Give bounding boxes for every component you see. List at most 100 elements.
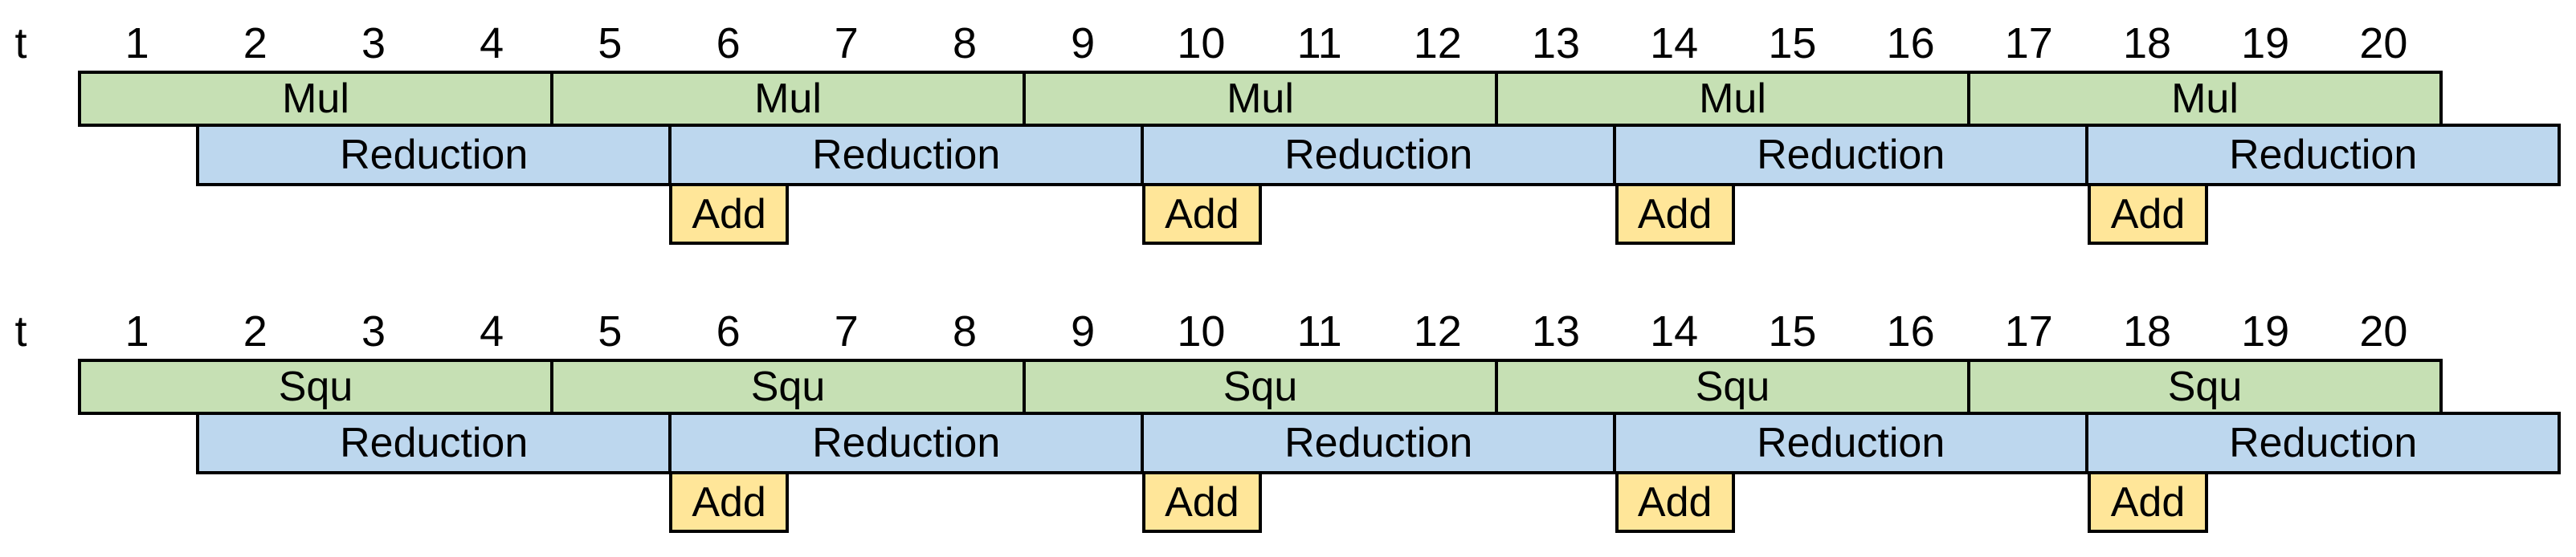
reduction-segment: Reduction: [1141, 127, 1613, 183]
reduction-segment: Reduction: [199, 127, 668, 183]
reduction-row: Reduction Reduction Reduction Reduction Redu…: [196, 124, 2562, 186]
time-tick-label: 16: [1886, 307, 1935, 356]
reduction-label: Reduction: [1757, 132, 1945, 178]
time-tick-label: 18: [2122, 307, 2172, 356]
add-box: Add: [2088, 183, 2208, 245]
reduction-label: Reduction: [1284, 420, 1473, 466]
compute-label: Mul: [754, 75, 822, 122]
compute-segment: Squ: [550, 362, 1023, 412]
time-tick-label: 15: [1768, 307, 1817, 356]
compute-segment: Mul: [550, 74, 1023, 124]
reduction-label: Reduction: [2229, 132, 2418, 178]
time-tick-label: 10: [1177, 19, 1226, 67]
add-label: Add: [1637, 478, 1713, 526]
reduction-segment: Reduction: [1613, 415, 2085, 471]
time-tick-label: 5: [598, 307, 623, 356]
add-label: Add: [2110, 478, 2186, 526]
time-tick-label: 13: [1531, 19, 1581, 67]
reduction-segment: Reduction: [2085, 415, 2558, 471]
add-label: Add: [1165, 190, 1239, 238]
time-tick-label: 11: [1296, 307, 1342, 356]
compute-label: Mul: [1699, 75, 1766, 122]
time-tick-label: 2: [243, 19, 267, 67]
time-tick-label: 7: [834, 307, 859, 356]
reduction-label: Reduction: [812, 132, 1001, 178]
time-tick-label: 19: [2241, 19, 2290, 67]
add-label: Add: [692, 478, 766, 526]
add-box: Add: [2088, 471, 2208, 533]
time-tick-label: 9: [1071, 19, 1096, 67]
add-box: Add: [1615, 183, 1735, 245]
compute-segment: Mul: [1495, 74, 1967, 124]
add-box: Add: [669, 183, 790, 245]
reduction-row: Reduction Reduction Reduction Reduction Redu…: [196, 412, 2562, 474]
time-tick-label: 1: [125, 19, 149, 67]
compute-label: Squ: [1695, 364, 1770, 410]
time-tick-label: 20: [2359, 307, 2408, 356]
time-tick-label: 18: [2122, 19, 2172, 67]
add-box: Add: [669, 471, 790, 533]
add-label: Add: [1637, 190, 1713, 238]
compute-label: Squ: [750, 364, 826, 410]
time-tick-label: 8: [952, 307, 978, 356]
add-box: Add: [1615, 471, 1735, 533]
reduction-segment: Reduction: [2085, 127, 2558, 183]
time-tick-label: 13: [1531, 307, 1581, 356]
time-tick-label: 4: [480, 19, 504, 67]
compute-segment: Mul: [81, 74, 550, 124]
reduction-label: Reduction: [812, 420, 1001, 466]
add-label: Add: [692, 190, 766, 238]
compute-segment: Mul: [1023, 74, 1495, 124]
reduction-label: Reduction: [1757, 420, 1945, 466]
compute-segment: Squ: [81, 362, 550, 412]
time-tick-label: 2: [243, 307, 267, 356]
reduction-segment: Reduction: [668, 415, 1141, 471]
time-tick-label: 11: [1296, 19, 1342, 67]
time-tick-label: 6: [716, 19, 741, 67]
reduction-segment: Reduction: [1141, 415, 1613, 471]
compute-segment: Squ: [1967, 362, 2439, 412]
reduction-label: Reduction: [340, 420, 529, 466]
compute-segment: Squ: [1495, 362, 1967, 412]
time-tick-label: 3: [361, 19, 386, 67]
time-axis-label: t: [14, 19, 27, 67]
time-tick-label: 6: [716, 307, 741, 356]
time-tick-label: 14: [1650, 307, 1699, 356]
time-tick-label: 16: [1886, 19, 1935, 67]
compute-label: Squ: [1223, 364, 1298, 410]
time-tick-label: 5: [598, 19, 623, 67]
compute-segment: Squ: [1023, 362, 1495, 412]
time-tick-label: 17: [2004, 307, 2053, 356]
compute-row: Mul Mul Mul Mul Mul: [78, 71, 2443, 127]
time-tick-label: 9: [1071, 307, 1096, 356]
reduction-segment: Reduction: [668, 127, 1141, 183]
time-tick-label: 20: [2359, 19, 2408, 67]
add-label: Add: [1165, 478, 1239, 526]
time-tick-label: 3: [361, 307, 386, 356]
time-tick-label: 1: [125, 307, 149, 356]
compute-label: Mul: [2171, 75, 2239, 122]
reduction-segment: Reduction: [1613, 127, 2085, 183]
time-tick-label: 17: [2004, 19, 2053, 67]
time-tick-label: 19: [2241, 307, 2290, 356]
time-tick-label: 10: [1177, 307, 1226, 356]
time-axis-label: t: [14, 307, 27, 356]
add-box: Add: [1141, 471, 1262, 533]
time-tick-label: 14: [1650, 19, 1699, 67]
reduction-label: Reduction: [2229, 420, 2418, 466]
time-tick-label: 15: [1768, 19, 1817, 67]
time-tick-label: 12: [1413, 307, 1462, 356]
time-tick-label: 12: [1413, 19, 1462, 67]
compute-row: Squ Squ Squ Squ Squ: [78, 359, 2443, 415]
reduction-segment: Reduction: [199, 415, 668, 471]
compute-label: Squ: [2167, 364, 2243, 410]
time-tick-label: 7: [834, 19, 859, 67]
compute-label: Squ: [278, 364, 353, 410]
time-tick-label: 4: [480, 307, 504, 356]
compute-label: Mul: [282, 75, 349, 122]
add-box: Add: [1141, 183, 1262, 245]
reduction-label: Reduction: [340, 132, 529, 178]
compute-segment: Mul: [1967, 74, 2439, 124]
add-label: Add: [2110, 190, 2186, 238]
